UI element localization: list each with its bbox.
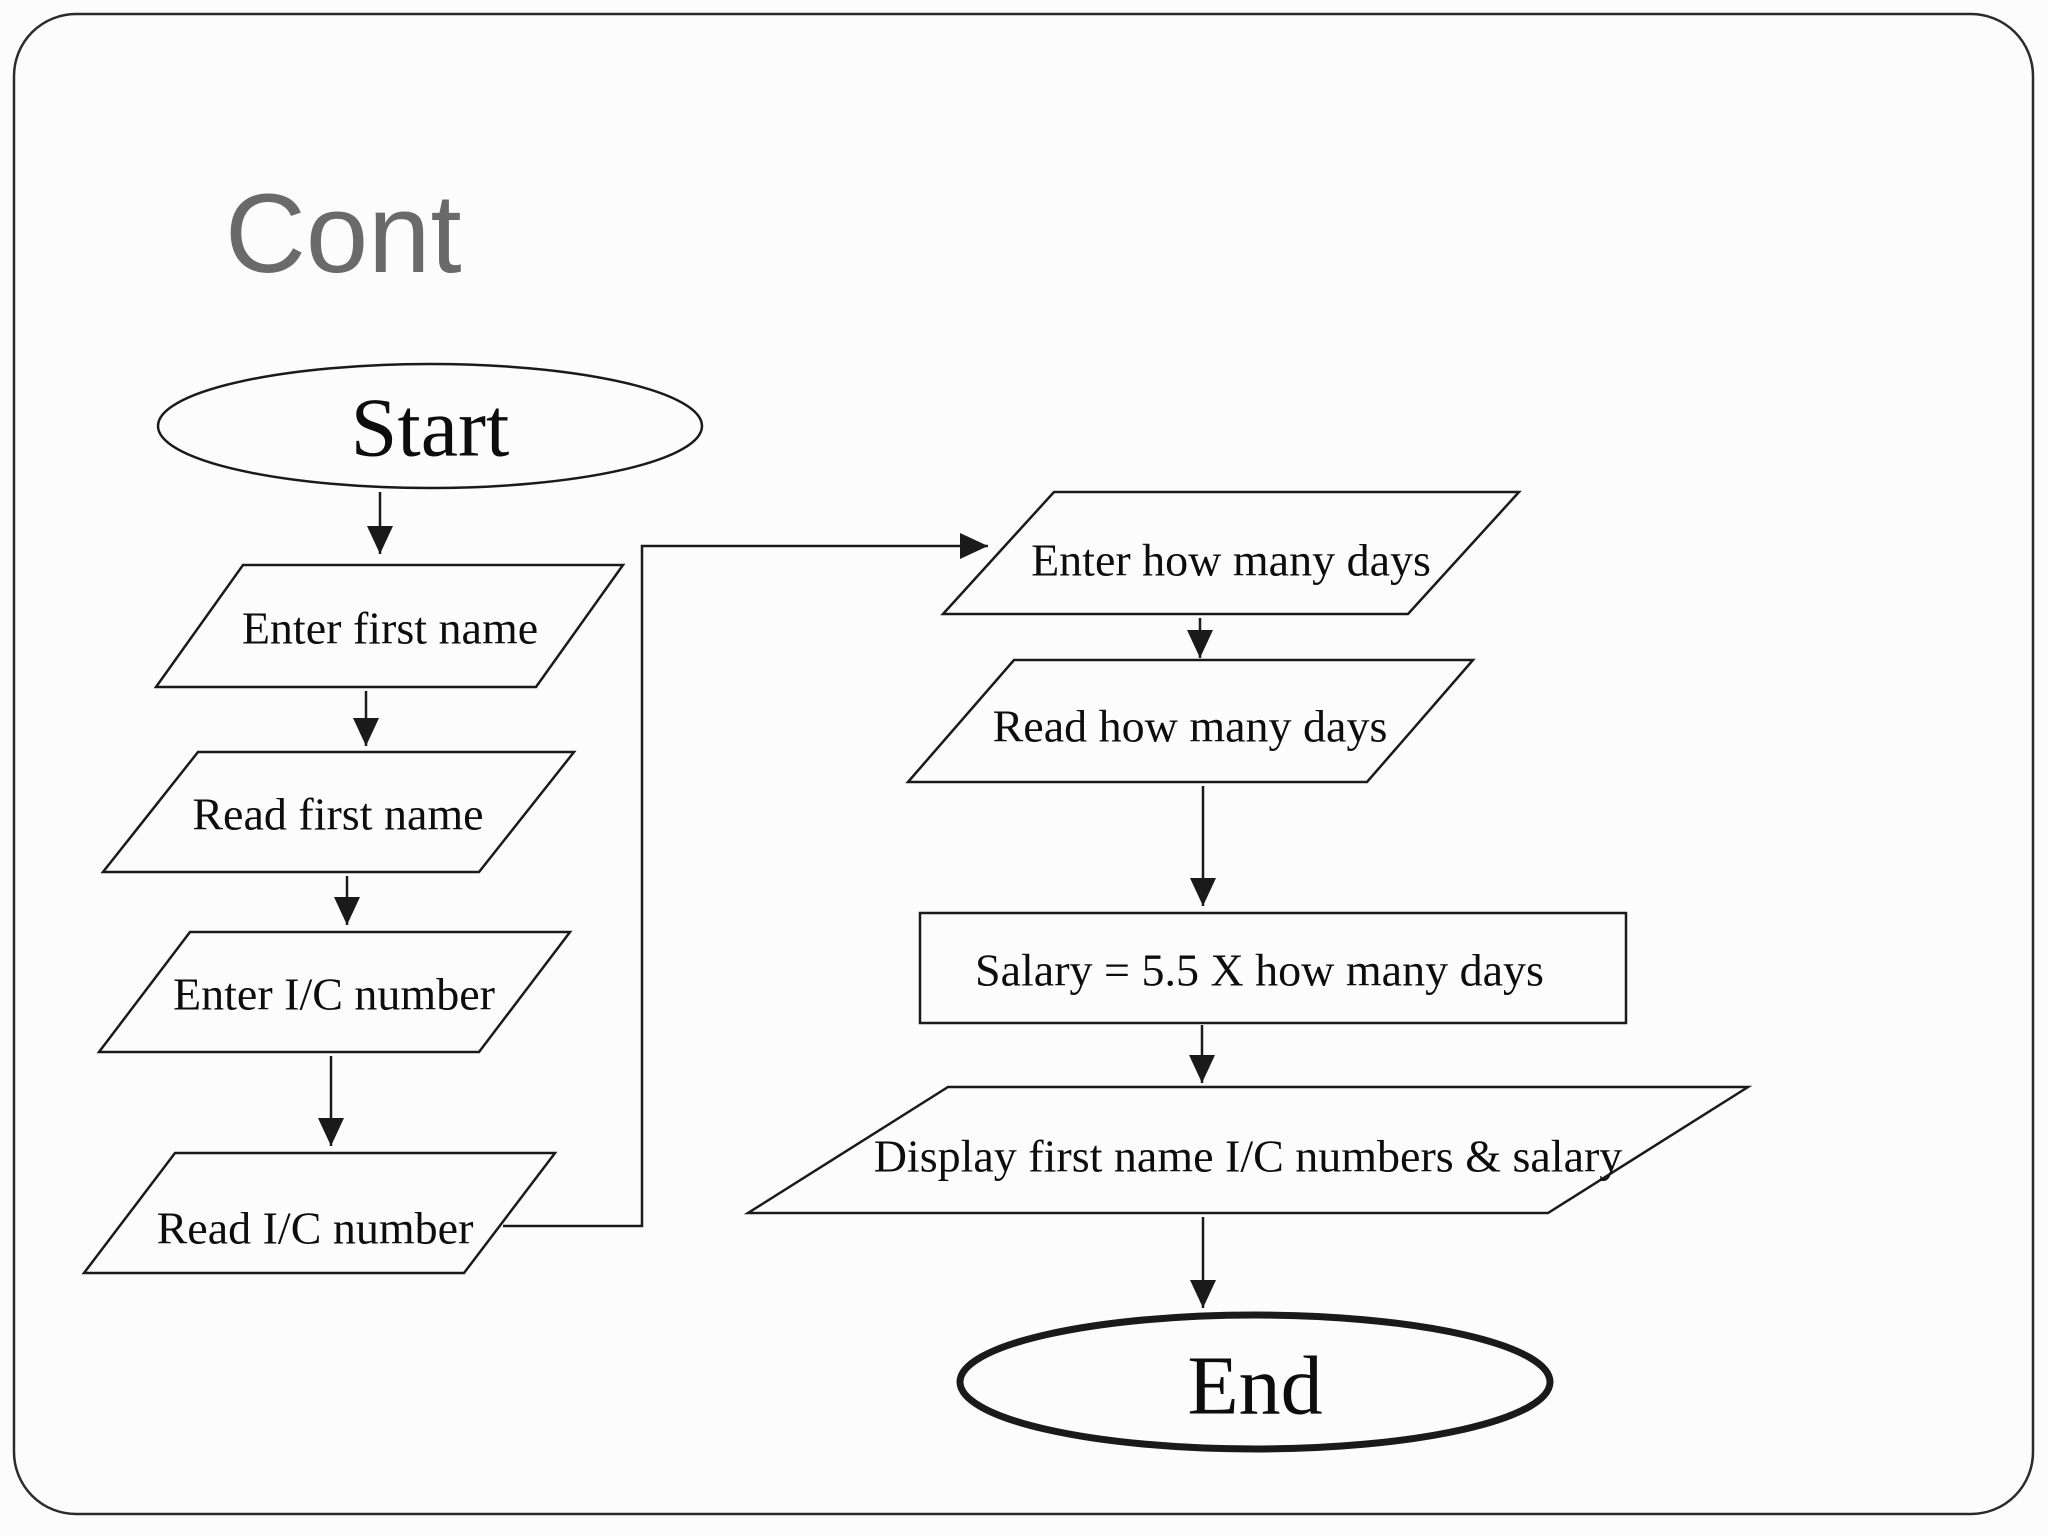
read-first-name-shape bbox=[100, 750, 577, 874]
read-ic-number-label: Read I/C number bbox=[157, 1203, 474, 1254]
read-how-many-days-shape bbox=[905, 658, 1476, 784]
salary-process-shape bbox=[918, 911, 1628, 1025]
enter-how-many-days-label: Enter how many days bbox=[1031, 535, 1431, 586]
start-terminator-shape bbox=[156, 362, 704, 490]
enter-how-many-days-shape bbox=[940, 490, 1522, 616]
enter-ic-number-shape bbox=[96, 930, 573, 1054]
display-output-label: Display first name I/C numbers & salary bbox=[874, 1131, 1623, 1182]
slide-title: Cont bbox=[225, 171, 462, 296]
connector-read-ic-to-enter-days bbox=[503, 533, 988, 1228]
enter-ic-number-label: Enter I/C number bbox=[173, 969, 495, 1020]
read-first-name-label: Read first name bbox=[192, 789, 483, 840]
read-ic-number-shape bbox=[81, 1151, 558, 1275]
start-label: Start bbox=[351, 382, 510, 475]
salary-process-label: Salary = 5.5 X how many days bbox=[975, 945, 1544, 996]
end-label: End bbox=[1187, 1340, 1322, 1433]
enter-first-name-label: Enter first name bbox=[242, 603, 538, 654]
read-how-many-days-label: Read how many days bbox=[993, 701, 1388, 752]
display-output-shape bbox=[743, 1085, 1753, 1215]
end-terminator-shape bbox=[956, 1311, 1554, 1453]
enter-first-name-shape bbox=[153, 563, 626, 689]
